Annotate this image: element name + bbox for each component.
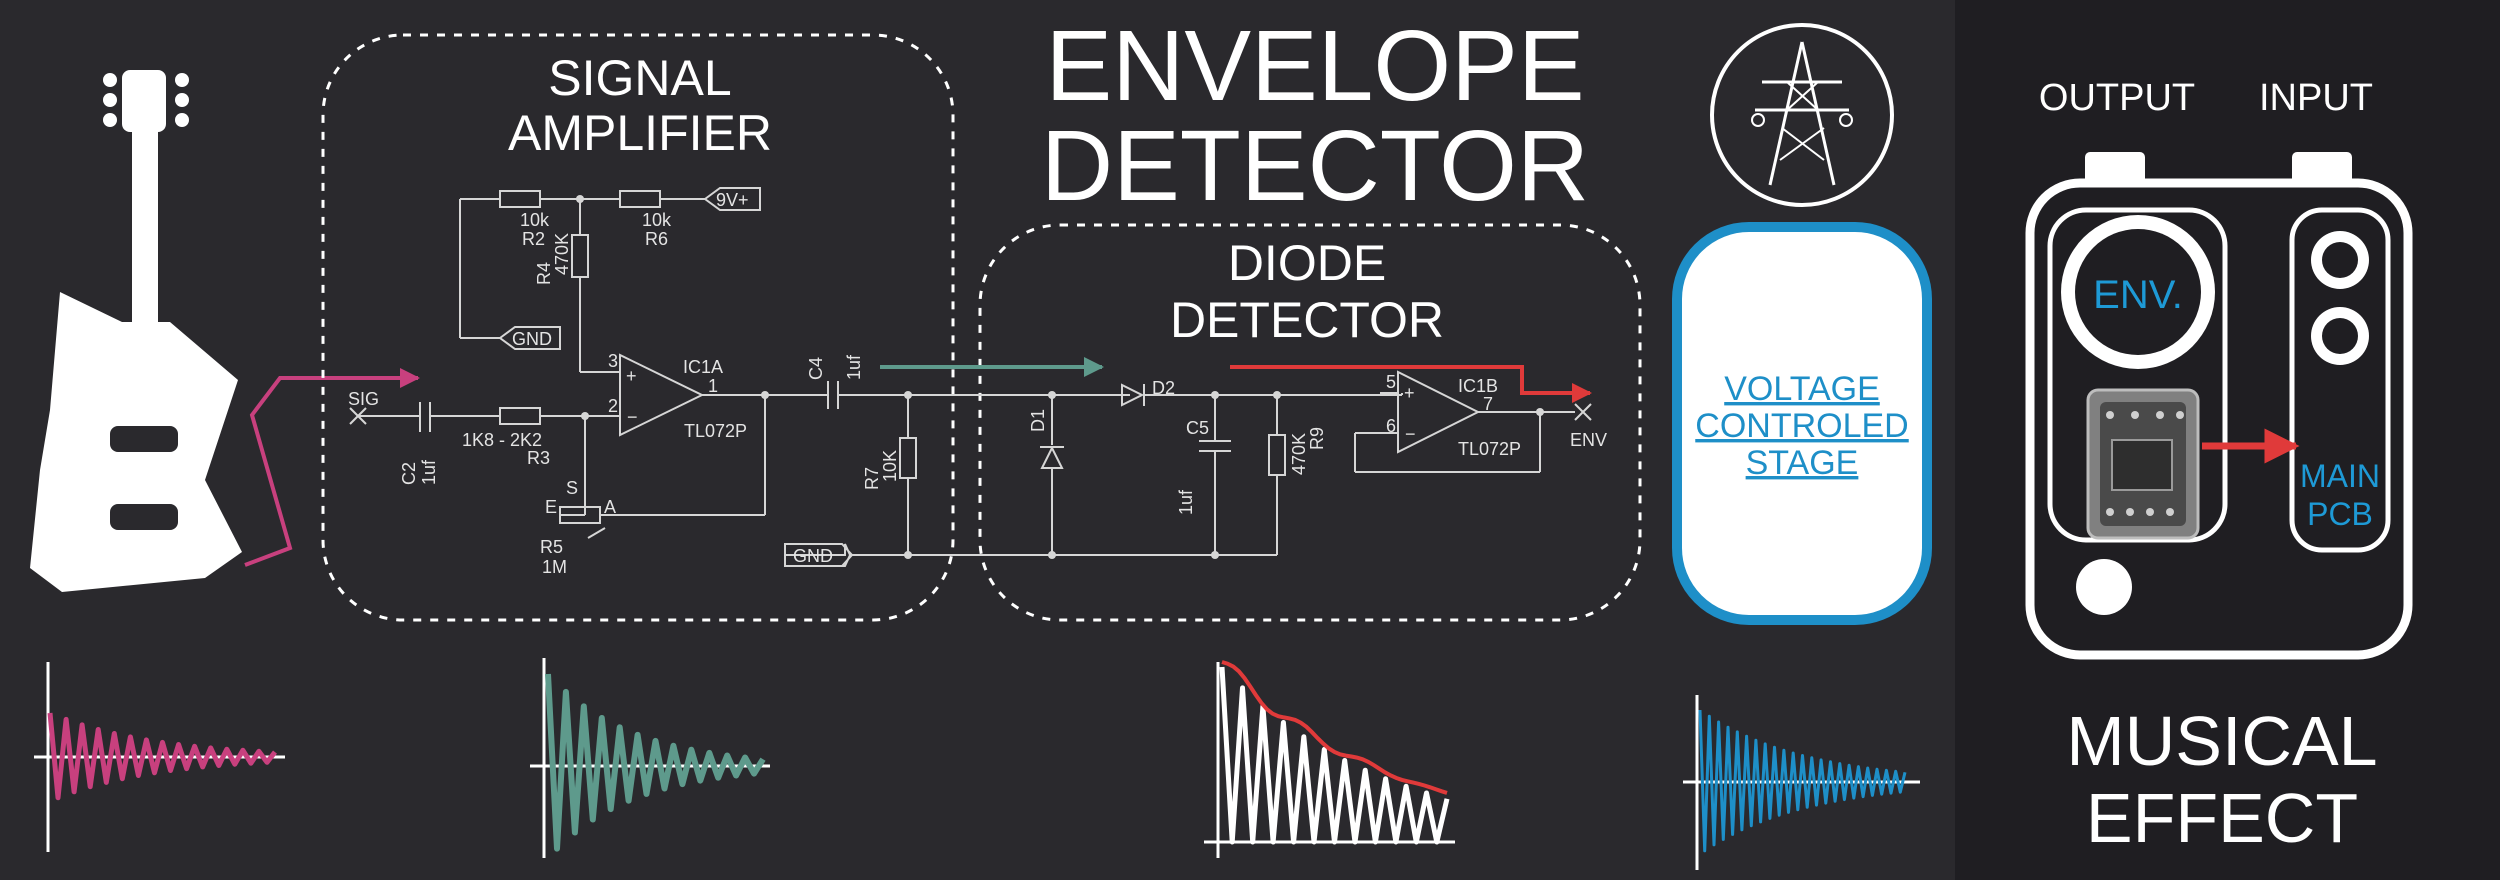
tl072b-label: TL072P <box>1458 439 1521 459</box>
waveform-trace <box>47 712 277 801</box>
guitar-signal-waveform <box>34 662 285 852</box>
c4-label: C4 <box>806 357 826 380</box>
svg-text:+: + <box>626 366 637 386</box>
pin6-label: 6 <box>1386 416 1396 436</box>
amplifier-title-line2: AMPLIFIER <box>508 105 772 161</box>
vcs-line2: CONTROLED <box>1695 407 1908 445</box>
r3-value: 1K8 - 2K2 <box>462 430 542 450</box>
knob-label: ENV. <box>2093 273 2183 317</box>
r6-label: R6 <box>645 229 668 249</box>
env-label: ENV <box>1570 430 1607 450</box>
pcb-line2: PCB <box>2307 496 2373 532</box>
pin7-label: 7 <box>1483 394 1493 414</box>
amplifier-schematic: 9V+ 10k R2 10k R6 R4 470K GND + − 3 2 1 … <box>348 187 1277 577</box>
r4-label: R4 <box>534 262 554 285</box>
r3-label: R3 <box>527 448 550 468</box>
title-line2: DETECTOR <box>1041 110 1589 222</box>
amplifier-title-line1: SIGNAL <box>548 50 731 106</box>
envelope-arrow <box>1230 365 1592 403</box>
pin2-label: 2 <box>608 396 618 416</box>
diode-d2 <box>1121 383 1145 407</box>
output-label: OUTPUT <box>2039 77 2195 119</box>
r6-value: 10k <box>642 210 672 230</box>
gnd-bottom-tag <box>784 543 854 567</box>
ic1a-label: IC1A <box>683 357 723 377</box>
waveform-trace <box>1698 709 1907 853</box>
gnd-top-label: GND <box>512 329 552 349</box>
pin1-label: 1 <box>708 376 718 396</box>
vcc-label: 9V+ <box>716 190 749 210</box>
guitar-signal-cable <box>244 368 420 567</box>
r2-value: 10k <box>520 210 550 230</box>
c2-value: 1uf <box>419 459 439 485</box>
pcb-line1: MAIN <box>2300 458 2380 494</box>
envelope-trace <box>1221 660 1448 795</box>
d1-label: D1 <box>1028 409 1048 432</box>
gnd-bottom-label: GND <box>793 546 833 566</box>
svg-text:−: − <box>627 407 638 427</box>
opamp-ic1a <box>619 353 705 437</box>
r5-label: R5 <box>540 537 563 557</box>
svg-text:+: + <box>1404 383 1415 403</box>
guitar-icon <box>30 70 242 592</box>
c5-value: 1uf <box>1176 489 1196 515</box>
vcs-line1: VOLTAGE <box>1724 370 1880 408</box>
vcs-output-waveform <box>1683 695 1920 870</box>
ic1b-label: IC1B <box>1458 376 1498 396</box>
effect-title-line1: MUSICAL <box>2066 702 2377 780</box>
c5-label: C5 <box>1186 418 1209 438</box>
tl072a-label: TL072P <box>684 421 747 441</box>
title-line1: ENVELOPE <box>1045 10 1584 122</box>
main-background <box>0 0 1955 880</box>
diode-title-line2: DETECTOR <box>1170 292 1444 348</box>
r7-label: R7 <box>862 467 882 490</box>
transmission-tower-icon <box>1710 23 1894 207</box>
diode-title-line1: DIODE <box>1228 235 1386 291</box>
pedal-icon: OUTPUT INPUT ENV. MAIN PCB <box>2025 77 2413 660</box>
waveform-trace <box>545 673 766 852</box>
voltage-controled-stage-box <box>1672 222 1932 625</box>
r5-e-label: E <box>545 497 557 517</box>
r9-label: R9 <box>1307 427 1327 450</box>
r5-s-label: S <box>566 478 578 498</box>
amplified-signal-waveform <box>530 658 770 858</box>
r9-value: 470K <box>1289 433 1309 475</box>
diode-schematic: D1 D2 C5 1uf 470K R9 + − 5 6 7 IC1B TL07… <box>1028 370 1607 559</box>
pin3-label: 3 <box>608 351 618 371</box>
pin5-label: 5 <box>1386 372 1396 392</box>
effect-title-line2: EFFECT <box>2086 779 2358 857</box>
r4-value: 470K <box>552 233 572 275</box>
amplifier-block-border <box>321 33 955 622</box>
c4-value: 1uf <box>844 354 864 380</box>
input-label: INPUT <box>2259 77 2373 119</box>
sig-label: SIG <box>348 389 379 409</box>
footswitch <box>2076 559 2132 615</box>
rectified-envelope-waveform <box>1204 660 1455 858</box>
r5-a-label: A <box>604 497 616 517</box>
waveform-trace <box>1219 666 1450 845</box>
vcs-line3: STAGE <box>1746 444 1859 482</box>
d2-label: D2 <box>1152 378 1175 398</box>
gnd-top-tag <box>498 326 561 350</box>
svg-text:−: − <box>1405 424 1416 444</box>
c2-label: C2 <box>399 462 419 485</box>
vcc-tag <box>703 187 761 211</box>
r5-value: 1M <box>542 557 567 577</box>
r2-label: R2 <box>522 229 545 249</box>
opamp-ic1b <box>1397 370 1481 454</box>
r7-value: 10K <box>880 450 900 482</box>
